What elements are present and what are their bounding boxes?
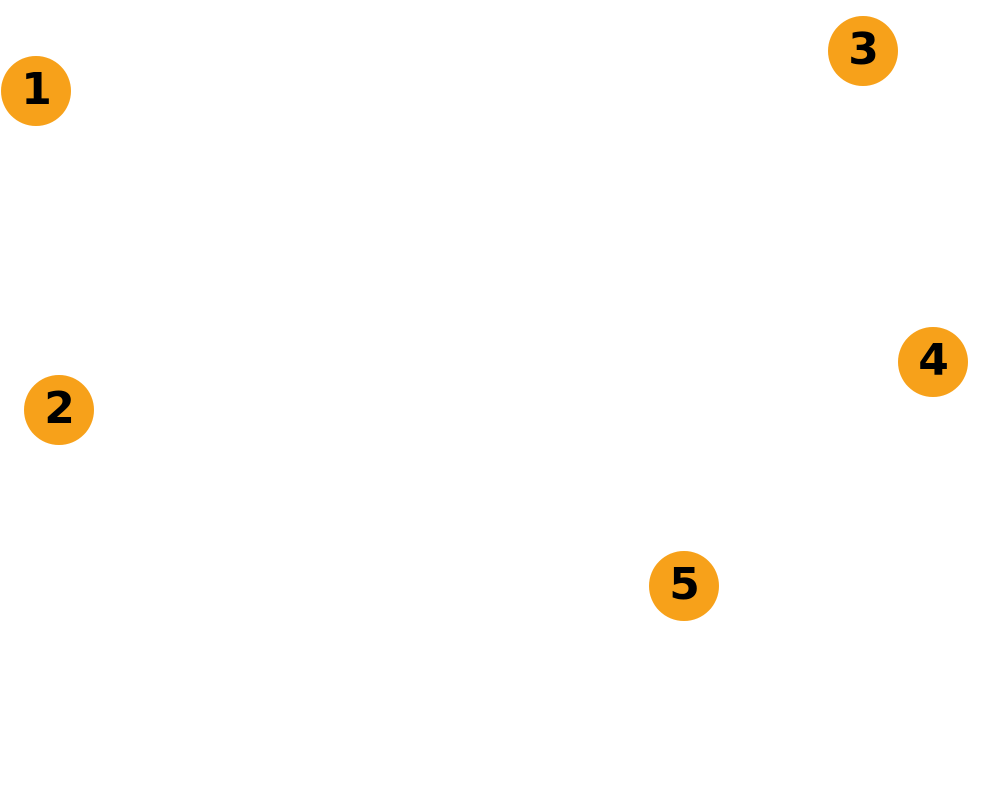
number-marker-3: 3: [828, 16, 898, 86]
marker-label: 1: [21, 64, 52, 115]
number-marker-4: 4: [898, 327, 968, 397]
marker-label: 4: [918, 335, 949, 386]
marker-label: 2: [44, 383, 75, 434]
marker-label: 3: [848, 24, 879, 75]
marker-label: 5: [669, 559, 700, 610]
number-marker-1: 1: [1, 56, 71, 126]
number-marker-5: 5: [649, 551, 719, 621]
number-marker-2: 2: [24, 375, 94, 445]
